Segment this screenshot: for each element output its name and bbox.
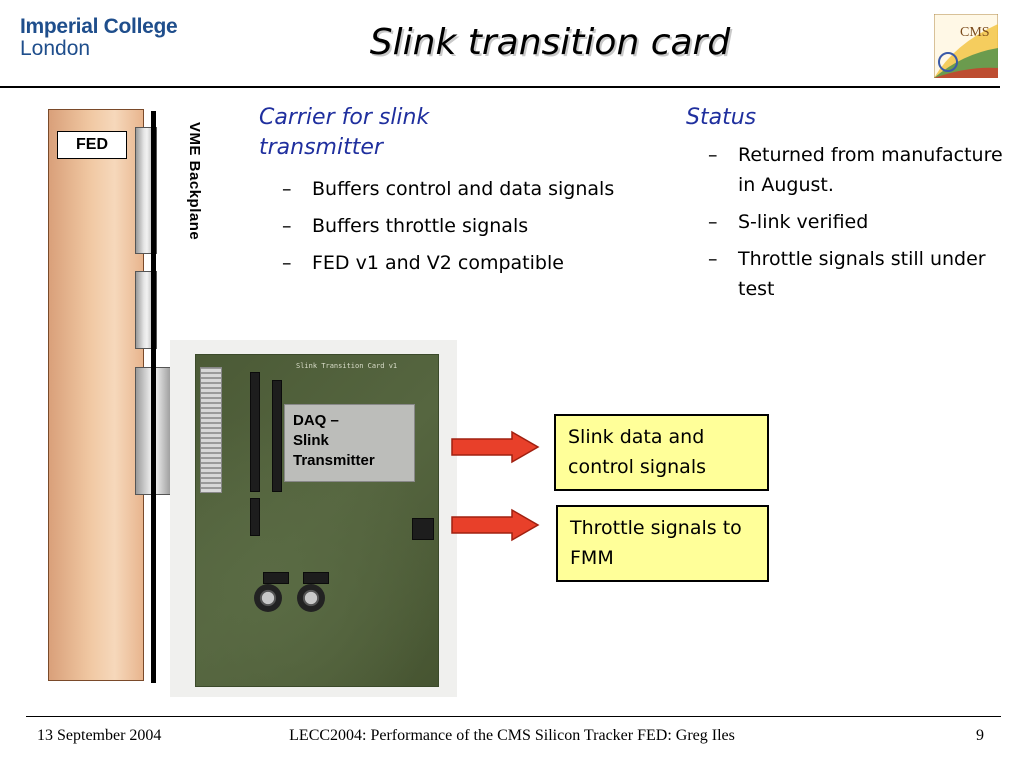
status-heading: Status xyxy=(686,105,757,130)
pcb-chip xyxy=(303,572,329,584)
status-item-text: Returned from manufacture in August. xyxy=(738,144,1003,196)
carrier-heading: Carrier for slink transmitter xyxy=(259,105,430,160)
carrier-bullet-list: –Buffers control and data signals –Buffe… xyxy=(278,174,638,285)
pcb-rotary-switch xyxy=(254,584,282,612)
cms-logo-text: CMS xyxy=(960,25,990,40)
slink-signals-callout: Slink data and control signals xyxy=(554,414,769,491)
fed-label: FED xyxy=(57,131,127,159)
list-item: –Returned from manufacture in August. xyxy=(708,144,1003,196)
daq-label-line: Slink xyxy=(293,432,329,449)
pcb-edge-connector xyxy=(200,367,222,493)
pcb-chip xyxy=(412,518,434,540)
imperial-college-logo: Imperial College London xyxy=(20,16,190,59)
pcb-chip xyxy=(272,380,282,492)
carrier-item-text: Buffers throttle signals xyxy=(312,215,529,237)
daq-slink-transmitter-label: DAQ – Slink Transmitter xyxy=(284,404,415,482)
footer-date: 13 September 2004 xyxy=(37,727,162,744)
carrier-item-text: FED v1 and V2 compatible xyxy=(312,252,564,274)
daq-label-line: DAQ – xyxy=(293,412,339,429)
footer-presentation-title: LECC2004: Performance of the CMS Silicon… xyxy=(289,727,735,744)
cms-logo: CMS xyxy=(934,14,998,78)
footer-page-number: 9 xyxy=(976,727,984,744)
slide-title: Slink transition card xyxy=(369,22,731,63)
status-item-text: Throttle signals still under test xyxy=(738,248,986,300)
logo-line-2: London xyxy=(20,37,91,60)
list-item: –Buffers control and data signals xyxy=(282,178,615,200)
vme-backplane-label: VME Backplane xyxy=(186,122,203,241)
pcb-chip xyxy=(250,372,260,492)
header-divider xyxy=(0,86,1000,88)
status-bullet-list: –Returned from manufacture in August. –S… xyxy=(704,140,1004,311)
arrow-right-icon xyxy=(451,430,540,464)
pcb-chip xyxy=(263,572,289,584)
pcb-rotary-switch xyxy=(297,584,325,612)
pcb-chip xyxy=(250,498,260,536)
carrier-item-text: Buffers control and data signals xyxy=(312,178,615,200)
fed-board xyxy=(48,109,144,681)
vme-backplane-line xyxy=(151,111,156,683)
throttle-signals-callout: Throttle signals to FMM xyxy=(556,505,769,582)
footer-divider xyxy=(26,716,1001,717)
daq-label-line: Transmitter xyxy=(293,452,375,469)
pcb-silkscreen-title: Slink Transition Card v1 xyxy=(296,362,398,370)
list-item: –FED v1 and V2 compatible xyxy=(282,252,564,274)
logo-line-1: Imperial College xyxy=(20,15,178,38)
list-item: –S-link verified xyxy=(708,211,869,233)
arrow-right-icon xyxy=(451,508,540,542)
list-item: –Throttle signals still under test xyxy=(708,248,986,300)
list-item: –Buffers throttle signals xyxy=(282,215,529,237)
status-item-text: S-link verified xyxy=(738,211,869,233)
